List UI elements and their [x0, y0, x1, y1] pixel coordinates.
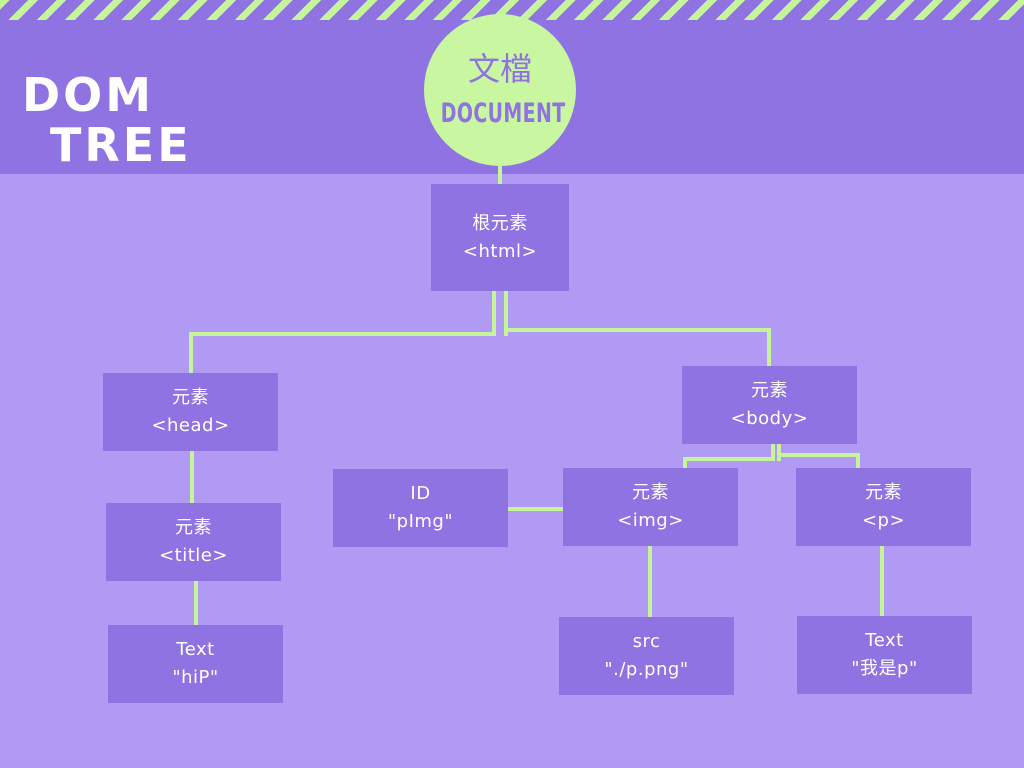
header-stripe-border: [0, 0, 1024, 20]
node-id-attr: ID "pImg": [333, 469, 508, 547]
node-title-text: Text "hiP": [108, 625, 283, 703]
connector-body-img: [683, 457, 775, 470]
node-img: 元素 <img>: [563, 468, 738, 546]
node-title-line2: <title>: [159, 545, 228, 566]
node-p-line1: 元素: [865, 482, 902, 503]
node-p-text-line1: Text: [865, 630, 904, 651]
node-p-line2: <p>: [861, 510, 906, 531]
node-title-text-line1: Text: [176, 639, 215, 660]
connector-html-body: [504, 328, 771, 368]
node-p-text-line2: "我是p": [851, 658, 918, 679]
document-node: 文檔 DOCUMENT: [424, 14, 576, 166]
node-body-line2: <body>: [730, 408, 809, 429]
title-line-2: TREE: [50, 118, 192, 172]
node-html-line2: <html>: [462, 240, 538, 262]
node-head: 元素 <head>: [103, 373, 278, 451]
node-head-line2: <head>: [151, 415, 230, 436]
connector-body-p: [777, 453, 860, 470]
node-title-text-line2: "hiP": [172, 667, 219, 688]
node-title: 元素 <title>: [106, 503, 281, 581]
connector-html-head: [189, 332, 496, 375]
node-img-line2: <img>: [617, 510, 684, 531]
node-src-attr: src "./p.png": [559, 617, 734, 695]
node-html-line1: 根元素: [472, 212, 528, 234]
title-line-1: DOM: [22, 68, 155, 122]
document-label-en: DOCUMENT: [440, 98, 566, 129]
node-id-attr-line1: ID: [410, 483, 431, 504]
node-title-line1: 元素: [175, 517, 212, 538]
node-body: 元素 <body>: [682, 366, 857, 444]
node-p: 元素 <p>: [796, 468, 971, 546]
node-src-attr-line2: "./p.png": [604, 659, 689, 680]
node-head-line1: 元素: [172, 387, 209, 408]
node-p-text: Text "我是p": [797, 616, 972, 694]
node-img-line1: 元素: [632, 482, 669, 503]
node-src-attr-line1: src: [632, 631, 661, 652]
node-body-line1: 元素: [751, 380, 788, 401]
document-label-zh: 文檔: [467, 50, 532, 88]
node-id-attr-line2: "pImg": [387, 511, 454, 532]
node-html: 根元素 <html>: [431, 184, 569, 291]
